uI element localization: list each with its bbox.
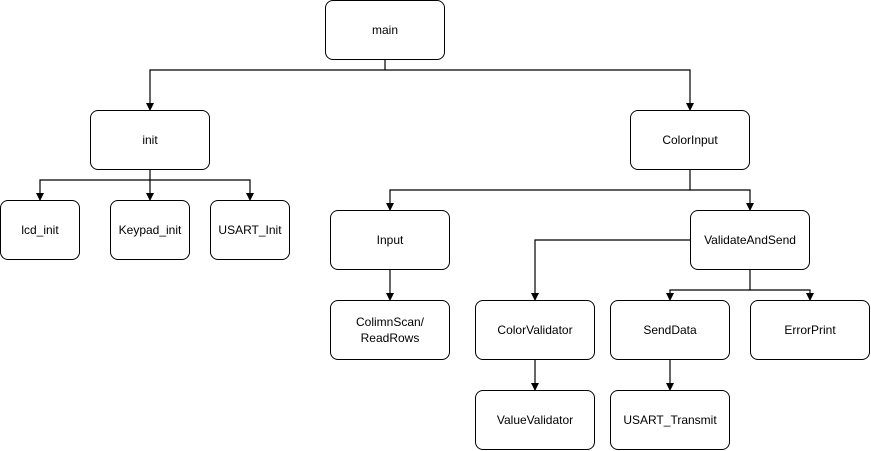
- edge-init-lcd: [36, 170, 151, 201]
- node-lcd-init: lcd_init: [0, 200, 80, 260]
- node-color-validator: ColorValidator: [475, 300, 595, 360]
- edge-main-init: [146, 60, 386, 111]
- node-init: init: [90, 110, 210, 170]
- node-keypad-init: Keypad_init: [110, 200, 190, 260]
- node-input: Input: [330, 210, 450, 270]
- edge-main-colorinput: [385, 69, 694, 111]
- node-usart-init: USART_Init: [210, 200, 290, 260]
- node-error-print: ErrorPrint: [750, 300, 870, 360]
- node-color-input: ColorInput: [630, 110, 750, 170]
- edge-colorinput-input: [386, 170, 691, 211]
- edge-colorinput-validate: [690, 189, 754, 211]
- node-send-data: SendData: [610, 300, 730, 360]
- node-usart-transmit: USART_Transmit: [610, 390, 730, 450]
- edge-init-usart: [150, 179, 254, 201]
- node-validate-and-send: ValidateAndSend: [690, 210, 810, 270]
- edge-validate-errorprint: [750, 289, 814, 301]
- edge-validate-senddata: [666, 270, 751, 301]
- node-value-validator: ValueValidator: [475, 390, 595, 450]
- edge-validate-colorvalidator: [531, 239, 690, 301]
- node-column-scan-read-rows: ColimnScan/ ReadRows: [330, 300, 450, 360]
- node-main: main: [325, 0, 445, 60]
